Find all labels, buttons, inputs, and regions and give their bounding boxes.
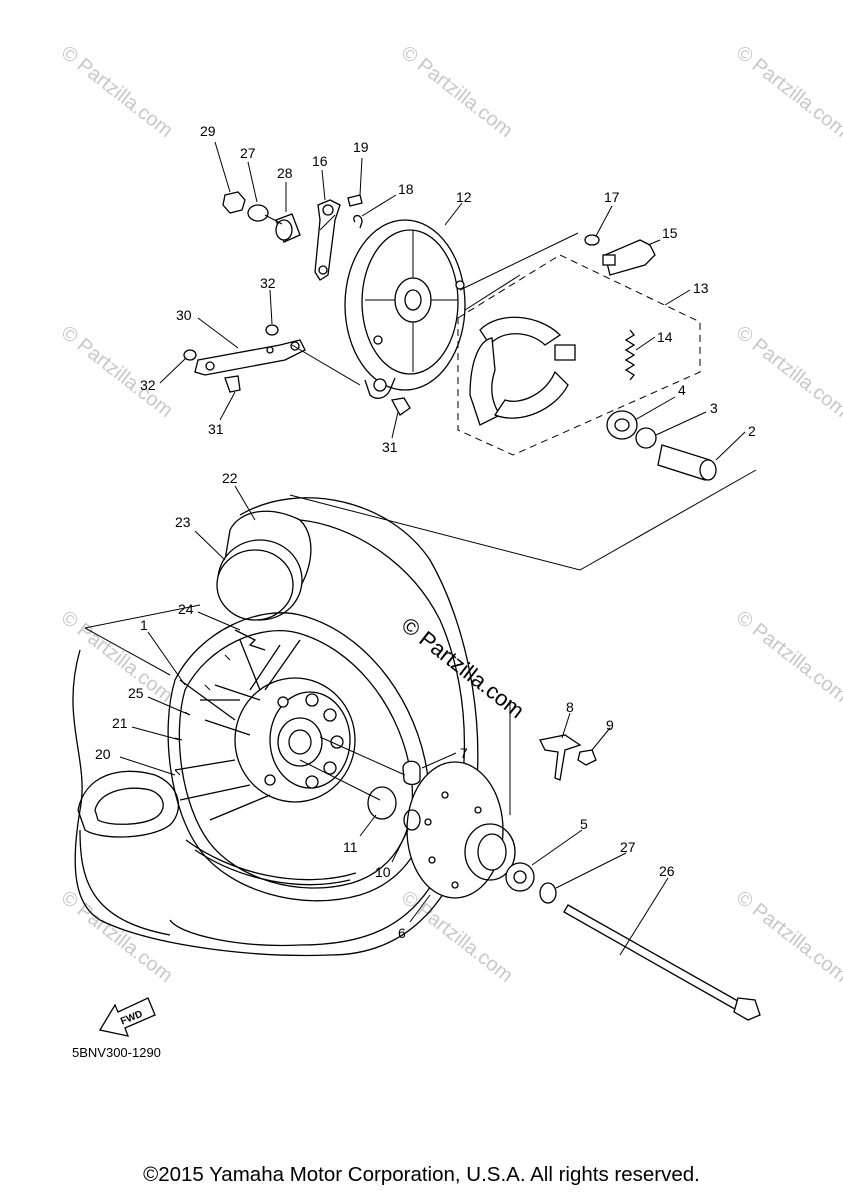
spokes [174, 654, 231, 776]
callout-12: 12 [456, 189, 472, 205]
bracket-8 [539, 734, 582, 781]
inner-tube [216, 539, 303, 621]
hub [174, 639, 356, 821]
callout-5: 5 [580, 816, 588, 832]
fwd-arrow: FWD [98, 997, 156, 1037]
brake-panel [344, 219, 466, 399]
oil-seal-3 [635, 427, 657, 449]
callout-24: 24 [178, 601, 194, 617]
valve-stem [234, 629, 266, 651]
callout-30: 30 [176, 307, 192, 323]
callout-10: 10 [375, 864, 391, 880]
callout-32-left: 32 [140, 377, 156, 393]
callout-8: 8 [566, 699, 574, 715]
collar-28 [275, 213, 301, 243]
brake-arm [314, 199, 341, 281]
o-ring-11 [367, 786, 397, 820]
nut-32b [265, 324, 279, 336]
nut-32a [183, 349, 197, 361]
watermark-text: © Partzilla.com [732, 887, 843, 987]
nut-9 [577, 749, 597, 766]
callout-23: 23 [175, 514, 191, 530]
callout-17: 17 [604, 189, 620, 205]
washer-17 [584, 234, 600, 246]
callout-2: 2 [748, 423, 756, 439]
watermark-text: © Partzilla.com [57, 42, 177, 142]
watermark-text: © Partzilla.com [732, 607, 843, 707]
bolt-19 [347, 194, 363, 207]
callout-31-right: 31 [382, 439, 398, 455]
bolt-31b [391, 397, 411, 416]
copyright-notice: ©2015 Yamaha Motor Corporation, U.S.A. A… [143, 1163, 700, 1186]
callout-labels: 29 27 28 16 19 18 12 17 15 13 14 32 30 3… [95, 123, 756, 941]
brake-shoes [457, 254, 701, 456]
pin-18 [353, 214, 363, 229]
washer-27b [539, 882, 557, 904]
callout-19: 19 [353, 139, 369, 155]
callout-13: 13 [693, 280, 709, 296]
callout-15: 15 [662, 225, 678, 241]
callout-21: 21 [112, 715, 128, 731]
washer-27 [247, 204, 269, 222]
callout-25: 25 [128, 685, 144, 701]
watermark-text: © Partzilla.com [397, 42, 517, 142]
callout-6: 6 [398, 925, 406, 941]
leader-lines [119, 141, 746, 956]
callout-29: 29 [200, 123, 216, 139]
callout-31-left: 31 [208, 421, 224, 437]
callout-22: 22 [222, 470, 238, 486]
diagram-code: 5BNV300-1290 [72, 1045, 161, 1060]
spacer-2 [657, 444, 717, 481]
watermark-text: © Partzilla.com [732, 322, 843, 422]
bearing-4 [606, 410, 638, 440]
o-ring-10 [403, 809, 421, 831]
torque-rod [194, 339, 306, 376]
damper-7 [402, 760, 421, 786]
brake-spring [624, 329, 636, 381]
bolt-31a [224, 375, 241, 393]
clutch-hub [406, 761, 516, 899]
callout-1: 1 [140, 617, 148, 633]
axle-26 [563, 904, 761, 1021]
watermark-text: © Partzilla.com [57, 887, 177, 987]
callout-9: 9 [606, 717, 614, 733]
callout-16: 16 [312, 153, 328, 169]
watermark-text: © Partzilla.com [732, 42, 843, 142]
watermark-text: © Partzilla.com [397, 887, 517, 987]
assembly-lines [84, 214, 757, 815]
callout-27-lower: 27 [620, 839, 636, 855]
callout-11: 11 [343, 839, 358, 855]
watermark-text: © Partzilla.com [57, 322, 177, 422]
callout-27: 27 [240, 145, 256, 161]
callout-26: 26 [659, 863, 675, 879]
callout-4: 4 [678, 382, 686, 398]
nut-29 [222, 191, 246, 214]
callout-20: 20 [95, 746, 111, 762]
callout-18: 18 [398, 181, 414, 197]
bearing-5 [505, 862, 535, 892]
callout-3: 3 [710, 400, 718, 416]
callout-28: 28 [277, 165, 293, 181]
brake-camshaft [602, 239, 656, 276]
callout-7: 7 [460, 745, 468, 761]
callout-14: 14 [657, 329, 673, 345]
callout-32-top: 32 [260, 275, 276, 291]
